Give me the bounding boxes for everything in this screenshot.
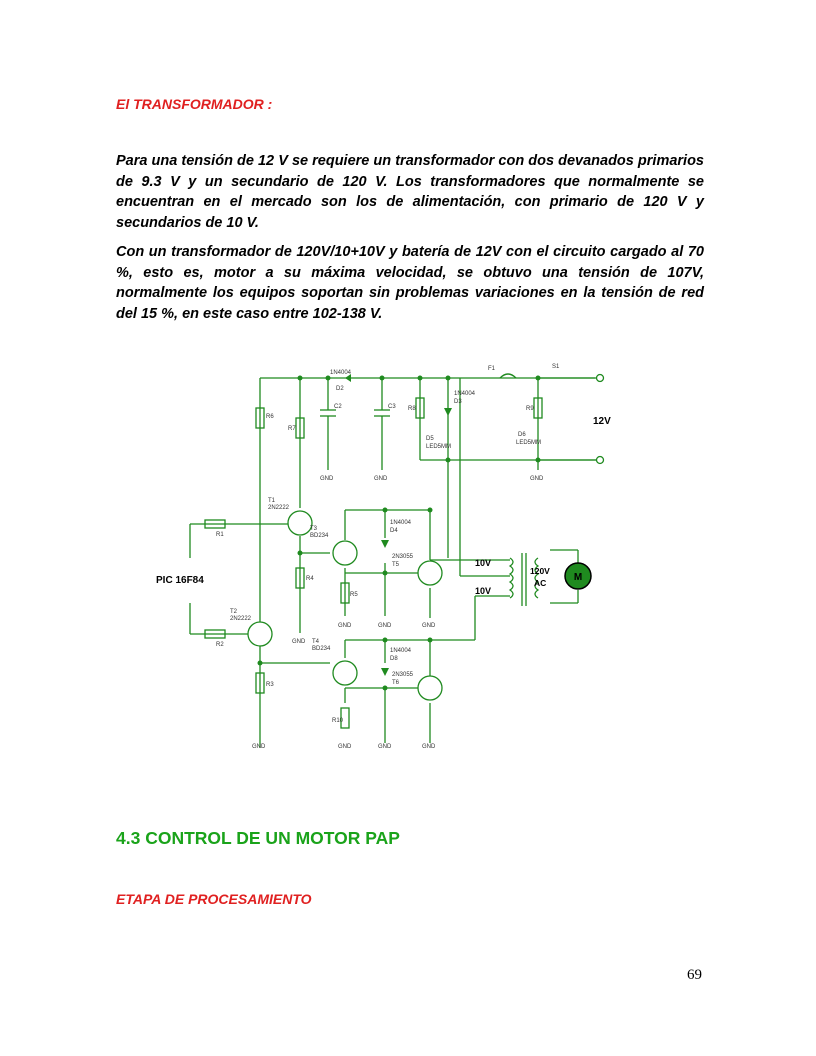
t1-label: T1 (268, 498, 276, 504)
section-heading-transformador: El TRANSFORMADOR : (116, 96, 273, 112)
gnd-label-9: GND (338, 744, 352, 750)
t5-part-label: 2N3055 (392, 554, 414, 560)
s1-label: S1 (552, 364, 560, 370)
section-title-motor-pap: 4.3 CONTROL DE UN MOTOR PAP (116, 828, 400, 848)
gnd-label-1: GND (320, 476, 334, 482)
r4-label: R4 (306, 576, 314, 582)
t4-label: T4 (312, 639, 320, 645)
d6-label: D6 (518, 432, 526, 438)
gnd-label-3: GND (530, 476, 544, 482)
d8-label: D8 (390, 656, 398, 662)
c2-label: C2 (334, 404, 342, 410)
d5-part-label: LED5MM (426, 444, 451, 450)
d8-part-label: 1N4004 (390, 648, 412, 654)
d4-label: D4 (390, 528, 398, 534)
t6-part-label: 2N3055 (392, 672, 414, 678)
d5-label: D5 (426, 436, 434, 442)
pic-label: PIC 16F84 (156, 575, 204, 586)
d3-label: D3 (454, 399, 462, 405)
d2-part-label: 1N4004 (330, 370, 352, 376)
gnd-label-10: GND (378, 744, 392, 750)
r7-label: R7 (288, 426, 296, 432)
gnd-label-5: GND (338, 623, 352, 629)
t5-label: T5 (392, 562, 400, 568)
r9-label: R9 (526, 406, 534, 412)
paragraph-2: Con un transformador de 120V/10+10V y ba… (116, 244, 704, 322)
page-number: 69 (687, 967, 702, 983)
f1-label: F1 (488, 366, 496, 372)
t3-part-label: BD234 (310, 533, 329, 539)
t4-part-label: BD234 (312, 646, 331, 652)
gnd-label-4: GND (292, 639, 306, 645)
r10-label: R10 (332, 718, 344, 724)
gnd-label-2: GND (374, 476, 388, 482)
d6-part-label: LED5MM (516, 440, 541, 446)
gnd-label-8: GND (252, 744, 266, 750)
motor-label: M (574, 572, 582, 583)
t2-part-label: 2N2222 (230, 616, 252, 622)
r1-label: R1 (216, 532, 224, 538)
d4-part-label: 1N4004 (390, 520, 412, 526)
voltage-12v-label: 12V (593, 416, 611, 427)
t2-label: T2 (230, 609, 238, 615)
gnd-label-11: GND (422, 744, 436, 750)
r2-label: R2 (216, 642, 224, 648)
gnd-label-6: GND (378, 623, 392, 629)
t1-part-label: 2N2222 (268, 505, 290, 511)
r6-label: R6 (266, 414, 274, 420)
circuit-schematic: M PIC 16F84 12V 10V 10V 120V AC R6 R7 C2… (156, 364, 611, 750)
ac-label: AC (534, 578, 546, 588)
r5-label: R5 (350, 592, 358, 598)
d2-label: D2 (336, 386, 344, 392)
t3-label: T3 (310, 526, 318, 532)
voltage-120v-label: 120V (530, 566, 550, 576)
paragraph-1: Para una tensión de 12 V se requiere un … (116, 153, 704, 231)
gnd-label-7: GND (422, 623, 436, 629)
r8-label: R8 (408, 406, 416, 412)
voltage-10v-label-a: 10V (475, 558, 491, 568)
voltage-10v-label-b: 10V (475, 586, 491, 596)
subsection-heading-procesamiento: ETAPA DE PROCESAMIENTO (116, 891, 312, 907)
t6-label: T6 (392, 680, 400, 686)
r3-label: R3 (266, 682, 274, 688)
d3-part-label: 1N4004 (454, 391, 476, 397)
c3-label: C3 (388, 404, 396, 410)
